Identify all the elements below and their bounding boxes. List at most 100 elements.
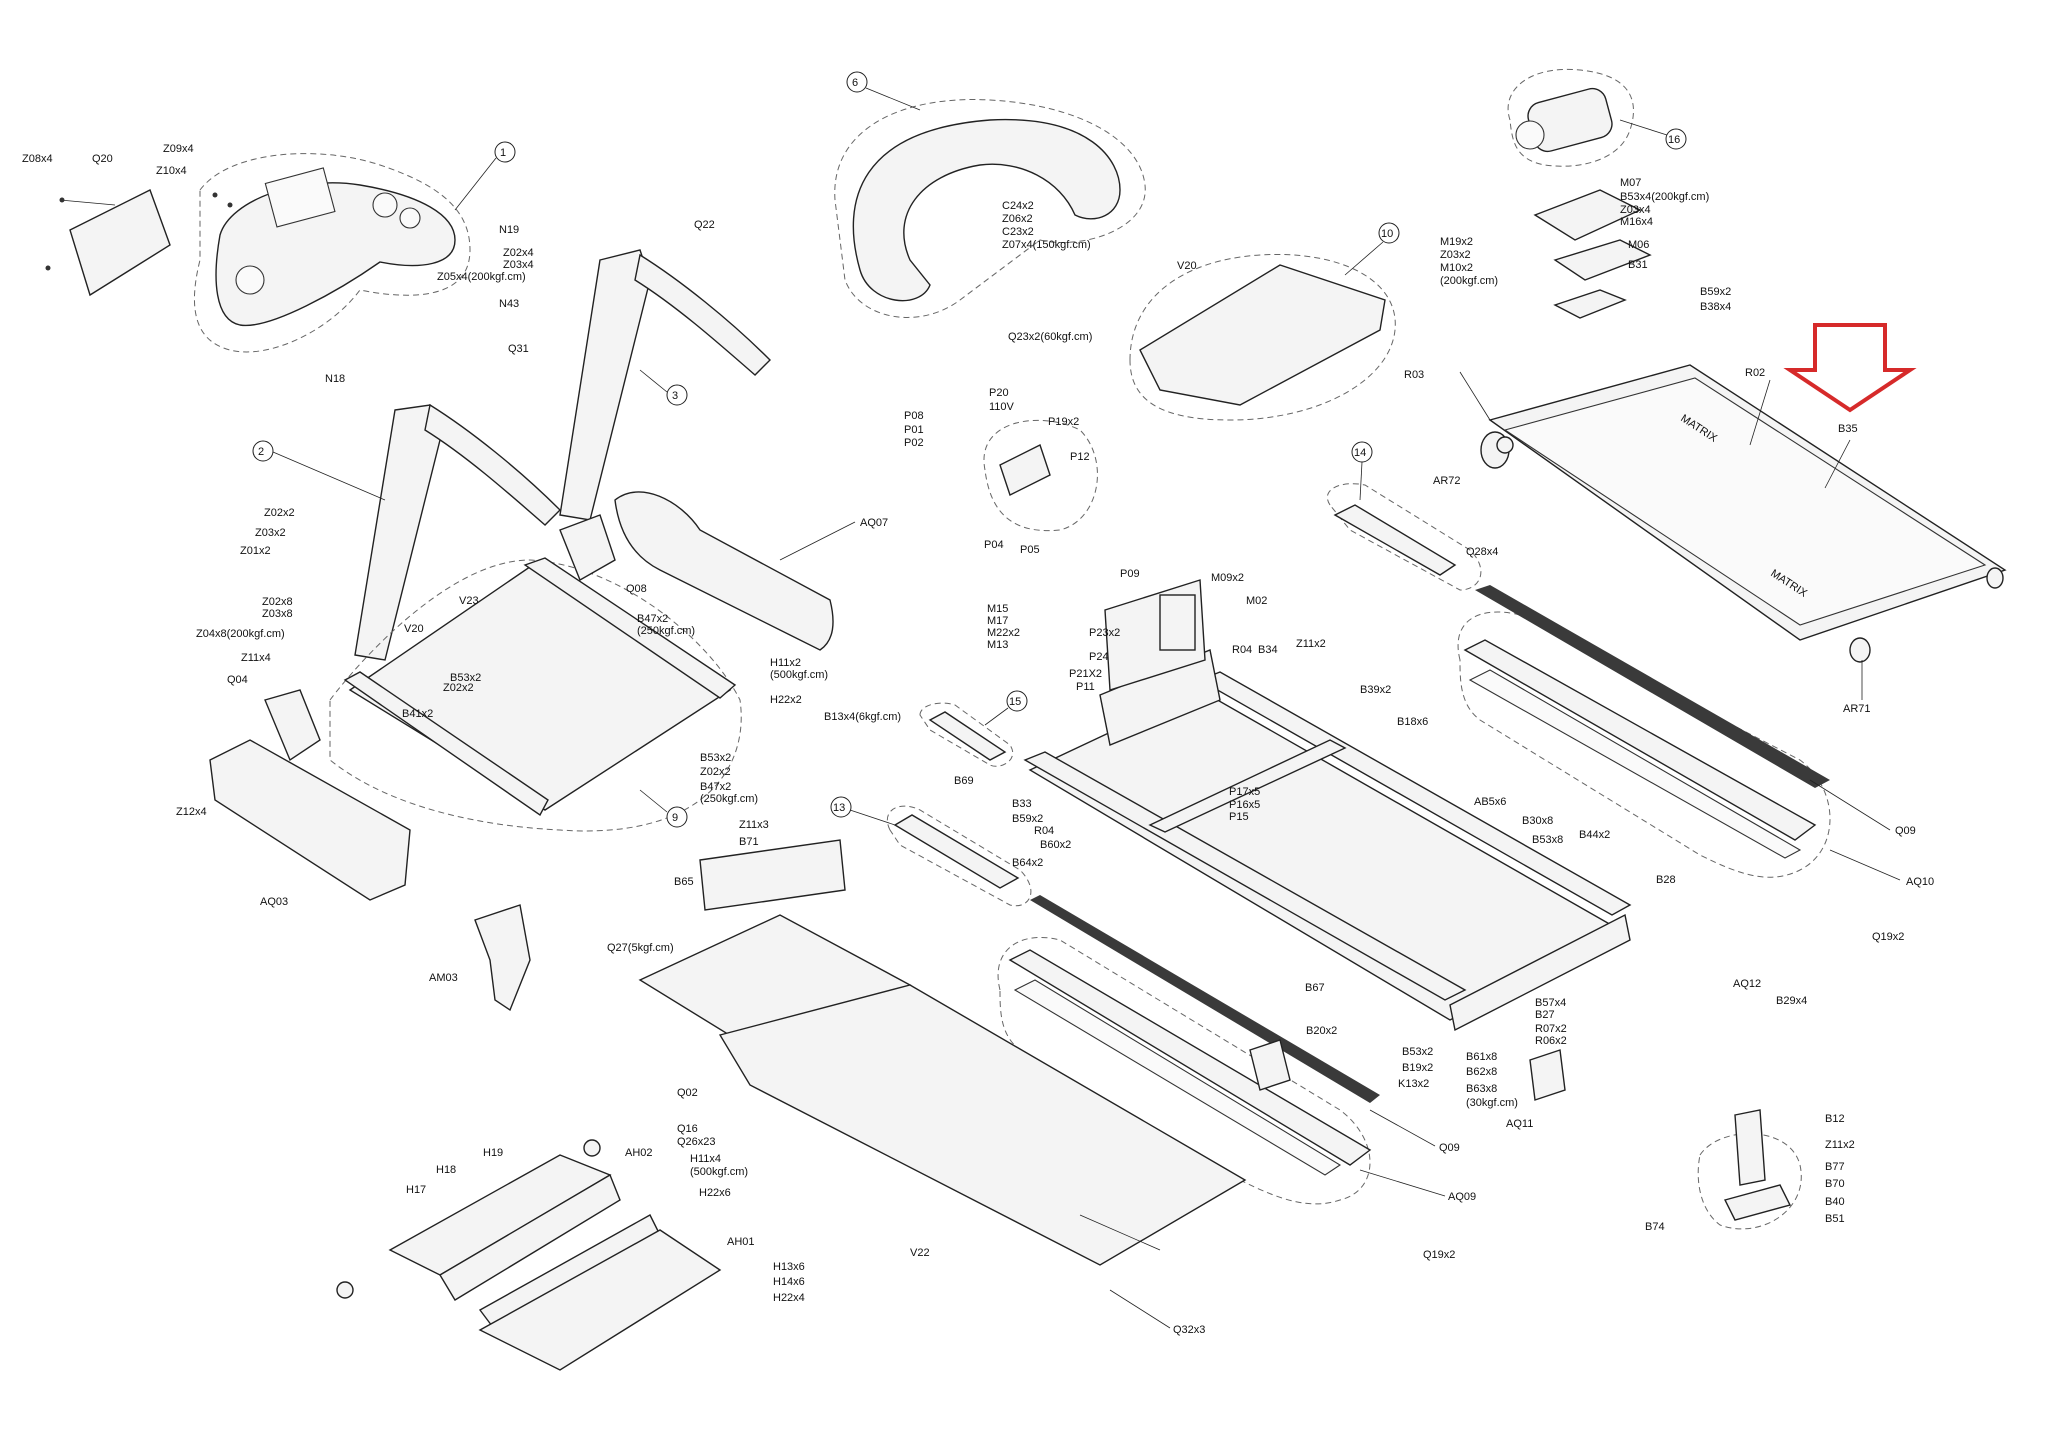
label-b33: B33 (1012, 798, 1032, 810)
label-z03x4: Z03x4 (503, 259, 534, 271)
callout-14-text: 14 (1354, 447, 1366, 459)
label-c23x2: C23x2 (1002, 226, 1034, 238)
label-v20b: V20 (1177, 260, 1197, 272)
callout-13-text: 13 (833, 802, 845, 814)
label-c24x2: C24x2 (1002, 200, 1034, 212)
label-z01x2: Z01x2 (240, 545, 271, 557)
label-p16x5: P16x5 (1229, 799, 1260, 811)
label-b61x8: B61x8 (1466, 1051, 1497, 1063)
label-p11: P11 (1076, 681, 1095, 693)
label-z02x2: Z02x2 (264, 507, 295, 519)
label-p19x2: P19x2 (1048, 416, 1079, 428)
callout-2-text: 2 (258, 446, 264, 458)
console-assembly: 1 (193, 141, 516, 353)
label-b57x4: B57x4 (1535, 997, 1566, 1009)
label-q02: Q02 (677, 1087, 698, 1099)
label-b53x2c: B53x2 (1402, 1046, 1433, 1058)
label-z06x2: Z06x2 (1002, 213, 1033, 225)
label-b29x4: B29x4 (1776, 995, 1807, 1007)
label-b59x2b: B59x2 (1012, 813, 1043, 825)
label-b47x2b: B47x2 (700, 781, 731, 793)
label-b47x2a: B47x2 (637, 613, 668, 625)
label-q16: Q16 (677, 1123, 698, 1135)
electronics-misc: 14 15 13 (830, 419, 1482, 907)
label-m06: M06 (1628, 239, 1649, 251)
callout-15-text: 15 (1009, 696, 1021, 708)
label-q08: Q08 (626, 583, 647, 595)
label-h22x2: H22x2 (770, 694, 802, 706)
label-q04: Q04 (227, 674, 248, 686)
label-q32x3: Q32x3 (1173, 1324, 1205, 1336)
label-v20a: V20 (404, 623, 424, 635)
label-aq10: AQ10 (1906, 876, 1934, 888)
label-h18: H18 (436, 1164, 456, 1176)
label-z07x4: Z07x4(150kgf.cm) (1002, 239, 1091, 251)
label-n18: N18 (325, 373, 345, 385)
label-z11x2a: Z11x2 (1296, 638, 1326, 650)
label-z11x4: Z11x4 (241, 652, 271, 664)
label-r03: R03 (1404, 369, 1424, 381)
label-b30x8: B30x8 (1522, 815, 1553, 827)
base-frame-9: 9 (329, 557, 742, 832)
incline-cam-detail (1249, 1039, 1802, 1230)
label-ah02: AH02 (625, 1147, 653, 1159)
label-b27: B27 (1535, 1009, 1555, 1021)
label-q20: Q20 (92, 153, 113, 165)
label-z02x8: Z02x8 (262, 596, 293, 608)
label-q26x23: Q26x23 (677, 1136, 716, 1148)
label-b59x2: B59x2 (1700, 286, 1731, 298)
label-r04a: R04 (1232, 644, 1252, 656)
side-covers (209, 491, 834, 1012)
label-r02: R02 (1745, 367, 1765, 379)
label-b41x2: B41x2 (402, 708, 433, 720)
label-q19x2b: Q19x2 (1423, 1249, 1455, 1261)
label-p17x5: P17x5 (1229, 786, 1260, 798)
label-z11x2b: Z11x2 (1825, 1139, 1855, 1151)
label-m10x2: M10x2 (1440, 262, 1473, 274)
label-p23x2: P23x2 (1089, 627, 1120, 639)
right-side-rail (1457, 585, 1831, 878)
highlight-arrow (1783, 323, 1917, 413)
label-b71: B71 (739, 836, 759, 848)
label-p15: P15 (1229, 811, 1249, 823)
label-b39x2: B39x2 (1360, 684, 1391, 696)
label-h17: H17 (406, 1184, 426, 1196)
label-aq11: AQ11 (1506, 1118, 1533, 1130)
label-h22x4: H22x4 (773, 1292, 805, 1304)
label-aq03: AQ03 (260, 896, 288, 908)
label-p20v: 110V (989, 401, 1015, 413)
label-ar71: AR71 (1843, 703, 1871, 715)
label-m22x2: M22x2 (987, 627, 1020, 639)
label-v22: V22 (910, 1247, 930, 1259)
callout-9 (666, 806, 688, 828)
label-q31: Q31 (508, 343, 529, 355)
callout-3-text: 3 (672, 390, 678, 402)
label-h11x4: H11x4 (690, 1153, 721, 1165)
label-b13x4: B13x4(6kgf.cm) (824, 711, 901, 723)
label-b70: B70 (1825, 1178, 1845, 1190)
label-b40: B40 (1825, 1196, 1845, 1208)
label-b47x2b2: (250kgf.cm) (700, 793, 758, 805)
label-b47x2a2: (250kgf.cm) (637, 625, 695, 637)
label-v23: V23 (459, 595, 479, 607)
label-p09: P09 (1120, 568, 1140, 580)
label-b19x2: B19x2 (1402, 1062, 1433, 1074)
label-z09x4: Z09x4 (163, 143, 194, 155)
label-p24: P24 (1089, 651, 1109, 663)
label-b53x8: B53x8 (1532, 834, 1563, 846)
label-b62x8: B62x8 (1466, 1066, 1497, 1078)
label-z03x2b: Z03x2 (1440, 249, 1471, 261)
callout-16-text: 16 (1668, 134, 1680, 146)
lift-frame (336, 1139, 722, 1371)
label-m02: M02 (1246, 595, 1267, 607)
callout-10-text: 10 (1381, 228, 1393, 240)
label-z04x8: Z04x8(200kgf.cm) (196, 628, 285, 640)
label-h13x6: H13x6 (773, 1261, 805, 1273)
label-m10x2b: (200kgf.cm) (1440, 275, 1498, 287)
label-z03x8: Z03x8 (262, 608, 293, 620)
callout-13 (830, 796, 852, 818)
callout-1 (494, 141, 516, 163)
label-n19: N19 (499, 224, 519, 236)
label-h11x2a2: (500kgf.cm) (770, 669, 828, 681)
label-z08x4: Z08x4 (22, 153, 53, 165)
